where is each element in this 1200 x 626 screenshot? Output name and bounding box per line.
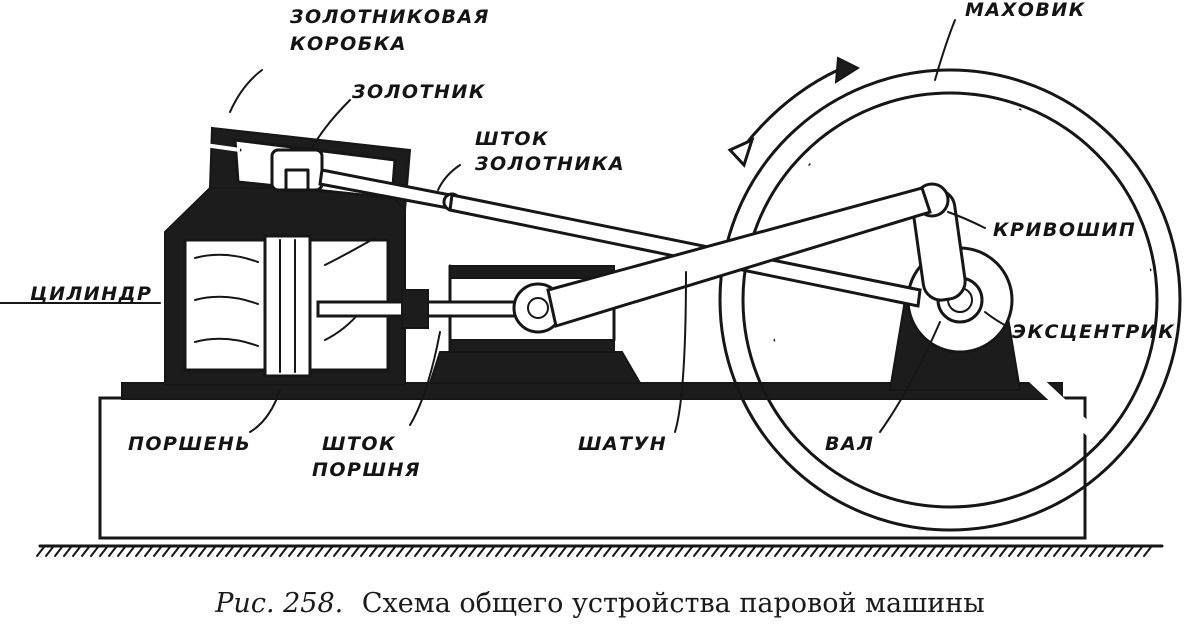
cylinder — [164, 187, 406, 386]
label-cylinder: ЦИЛИНДР — [30, 283, 152, 305]
label-valve-box-1: ЗОЛОТНИКОВАЯ — [289, 6, 490, 28]
label-piston-rod-2: ПОРШНЯ — [312, 459, 421, 481]
label-valve-rod-2: ЗОЛОТНИКА — [474, 153, 625, 175]
rotation-arrow-icon — [727, 56, 861, 168]
ground — [36, 544, 1164, 557]
label-connecting-rod: ШАТУН — [578, 433, 667, 455]
label-piston: ПОРШЕНЬ — [128, 433, 251, 455]
label-valve-box-2: КОРОБКА — [290, 33, 407, 55]
label-piston-rod-1: ШТОК — [322, 433, 396, 455]
foundation-base — [98, 396, 1087, 540]
leader-lines — [0, 19, 1011, 433]
label-eccentric: ЭКСЦЕНТРИК — [1012, 321, 1175, 343]
steam-pipe — [166, 0, 242, 152]
crosshead-guide — [428, 264, 642, 384]
label-shaft: ВАЛ — [825, 433, 874, 455]
label-crank: КРИВОШИП — [993, 219, 1136, 241]
label-valve-rod-1: ШТОК — [475, 128, 549, 150]
piston — [263, 234, 312, 378]
connecting-rod — [546, 186, 932, 328]
figure-caption-text: Схема общего устройства паровой машины — [362, 588, 985, 619]
figure-caption: Рис. 258. Схема общего устройства парово… — [214, 588, 984, 619]
label-flywheel: МАХОВИК — [965, 0, 1086, 21]
label-valve: ЗОЛОТНИК — [351, 81, 486, 103]
figure-number: Рис. 258. — [214, 588, 343, 619]
